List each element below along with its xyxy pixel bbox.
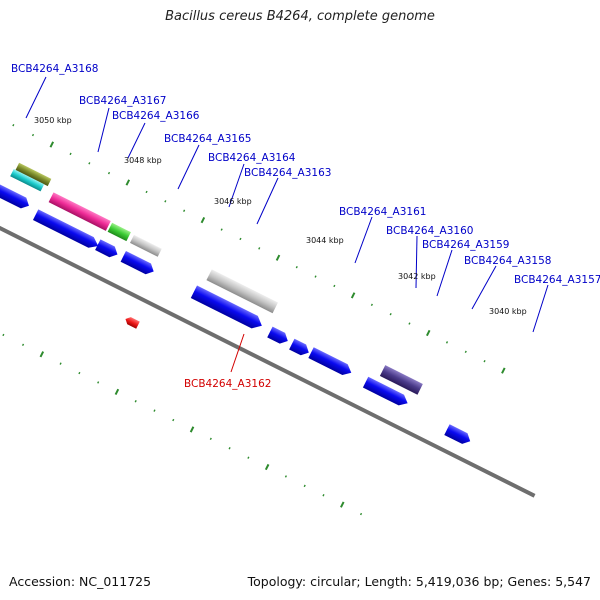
gene-blue-tail[interactable] xyxy=(362,376,410,409)
gene-label-a3159[interactable]: BCB4264_A3159 xyxy=(422,239,509,251)
gene-bcb4264-a3160[interactable] xyxy=(267,326,290,347)
gene-blue-edge[interactable] xyxy=(444,424,473,446)
tick-label-3042: 3042 kbp xyxy=(398,272,436,281)
map-title: Bacillus cereus B4264, complete genome xyxy=(165,9,435,24)
tick-label-3040: 3040 kbp xyxy=(489,307,527,316)
gene-cyan[interactable] xyxy=(10,169,45,192)
gene-bcb4264-a3167[interactable] xyxy=(15,162,52,187)
gene-bcb4264-a3165[interactable] xyxy=(107,222,131,242)
gene-labels: BCB4264_A3168 BCB4264_A3167 BCB4264_A316… xyxy=(11,63,600,390)
tick-label-3050: 3050 kbp xyxy=(34,116,72,125)
tick-ring-upper xyxy=(12,124,506,374)
gene-bcb4264-a3157[interactable] xyxy=(379,365,423,395)
gene-label-a3167[interactable]: BCB4264_A3167 xyxy=(79,95,166,107)
tick-label-3048: 3048 kbp xyxy=(124,156,162,165)
tick-label-3044: 3044 kbp xyxy=(306,236,344,245)
gene-blue-long-2[interactable] xyxy=(190,285,265,332)
gene-label-a3157[interactable]: BCB4264_A3157 xyxy=(514,274,600,286)
gene-label-a3161[interactable]: BCB4264_A3161 xyxy=(339,206,426,218)
gene-blue-pair[interactable] xyxy=(0,183,32,211)
gene-label-a3162[interactable]: BCB4264_A3162 xyxy=(184,378,271,390)
gene-bcb4264-a3161[interactable] xyxy=(206,269,278,314)
tick-labels: 3050 kbp 3048 kbp 3046 kbp 3044 kbp 3042… xyxy=(34,116,527,316)
accession-text: Accession: NC_011725 xyxy=(9,574,152,589)
gene-label-a3166[interactable]: BCB4264_A3166 xyxy=(112,110,200,122)
gene-bcb4264-a3166[interactable] xyxy=(48,192,111,231)
tick-label-3046: 3046 kbp xyxy=(214,197,252,206)
gene-blue-mid[interactable] xyxy=(120,250,157,277)
gene-label-a3165[interactable]: BCB4264_A3165 xyxy=(164,133,251,145)
gene-label-a3160[interactable]: BCB4264_A3160 xyxy=(386,225,473,237)
callout-lines xyxy=(25,76,549,373)
forward-strand-genes xyxy=(0,162,473,446)
gene-label-a3163[interactable]: BCB4264_A3163 xyxy=(244,167,331,179)
gene-blue-small-2[interactable] xyxy=(95,239,120,260)
gene-bcb4264-a3159[interactable] xyxy=(289,338,311,358)
tick-ring-lower xyxy=(2,333,363,516)
gene-bcb4264-a3164[interactable] xyxy=(129,234,162,257)
gene-label-a3164[interactable]: BCB4264_A3164 xyxy=(208,152,296,164)
gene-bcb4264-a3162[interactable] xyxy=(124,315,140,329)
gene-blue-long-1[interactable] xyxy=(32,209,101,251)
gene-label-a3168[interactable]: BCB4264_A3168 xyxy=(11,63,98,75)
gene-label-a3158[interactable]: BCB4264_A3158 xyxy=(464,255,551,267)
gene-bcb4264-a3158[interactable] xyxy=(308,347,354,378)
genome-info-text: Topology: circular; Length: 5,419,036 bp… xyxy=(247,574,591,589)
genome-backbone xyxy=(0,153,536,498)
